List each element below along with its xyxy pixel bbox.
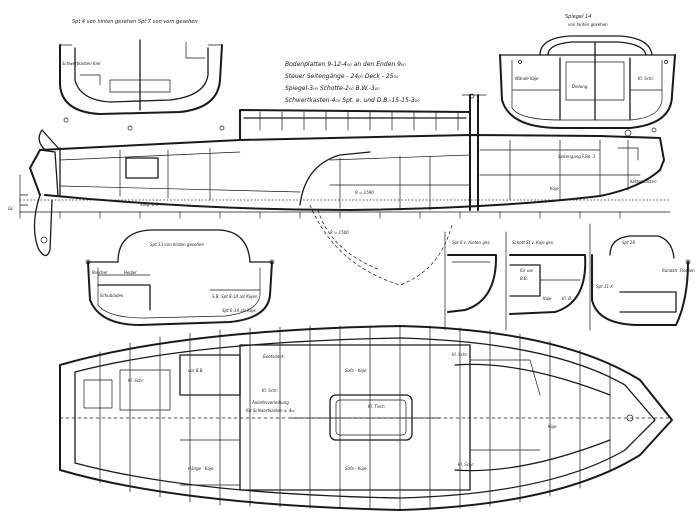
label-sb-kojen: S.B. Spt 8-14 als Kojen — [212, 294, 258, 299]
plan-kl-schr4: Kl. Schr. — [452, 352, 468, 357]
plan-schwert-2: für Schwertkasten a. 4₀₀ — [246, 408, 295, 413]
profile-koje: Koje — [550, 186, 559, 191]
profile-seitengang: Seitengang F.Bo. 3 — [558, 154, 596, 159]
note-line-3: Spiegel-3₀₀ Schotte-2₀₀ B.W.-3₀₀ — [285, 85, 380, 92]
plan-schwert-1: Anlieferverleihung — [251, 400, 289, 405]
profile-view: R = 1590 R = 1500 Koje Seitengang F.Bo. … — [8, 94, 671, 286]
plan-bootsdeck: Bootsdeck — [263, 354, 284, 359]
section-schott: Schott St v. Koje ges. für vor B.B. Kaje… — [509, 240, 587, 315]
plan-kl-tisch: Kl. Tisch — [368, 404, 385, 409]
label-dielung: Dielung — [572, 84, 588, 89]
title-spt28: Spt 28 — [622, 240, 635, 245]
label-klschr-tr: Kl. Schr. — [638, 76, 654, 81]
label-schwertkasten: Schwertkasten Kiel — [62, 61, 101, 66]
label-heizer: Heizer — [124, 270, 137, 275]
section-top-right: Spiegel 14 von hinten gesehen Wände Kaje… — [499, 14, 676, 133]
notes-block: Bodenplatten 9-12-4₀₀ an den Enden 9₀₀ S… — [285, 61, 475, 104]
plan-vor-bb: vor B.B. — [188, 368, 204, 373]
note-line-2: Steuer Seitengänge - 24₀₀ Deck - 25₀₀ — [285, 73, 399, 80]
plan-kl-schr3: Kl. Schr. — [458, 462, 474, 467]
label-kaje-b: Kaje — [543, 296, 552, 301]
title-spt13: Spt 13 von hinten gesehen — [150, 242, 204, 247]
plan-sofa-koje2: Sofa - Koje — [345, 466, 367, 471]
section-spt28: Spt 28 Spt 11-X Randstr. Flossen — [591, 235, 695, 326]
profile-kettenkasten: Kettenkasten — [630, 179, 657, 184]
section-mid-left: Spt 13 von hinten gesehen Brecher Heizer… — [85, 229, 275, 326]
label-brecher: Brecher — [92, 270, 108, 275]
plan-view: Kl. Schr. vor B.B. Bootsdeck Sofa - Koje… — [59, 325, 673, 511]
subtitle-spiegel: von hinten gesehen — [568, 22, 608, 27]
plan-kl-schr: Kl. Schr. — [128, 378, 144, 383]
title-spt0: Spt 0 v. hinten ges. — [452, 240, 491, 245]
profile-radius: R = 1590 — [355, 190, 374, 195]
note-line-4: Schwertkasten-4₀₀ Spt. e. und D.B.-15-15… — [285, 97, 420, 104]
note-line-1: Bodenplatten 9-12-4₀₀ an den Enden 9₀₀ — [285, 61, 406, 68]
title-spiegel: Spiegel 14 — [565, 14, 591, 20]
profile-radius-2: R = 1500 — [330, 230, 349, 235]
profile-gl: GL — [8, 206, 13, 211]
label-spt-koje: Spt 6-14 als Koje — [222, 308, 256, 313]
profile-steg: Steg. 0-5 — [140, 202, 159, 207]
label-schubladen: Schubladen — [100, 293, 124, 298]
title-schott: Schott St v. Koje ges. — [512, 240, 554, 245]
caption-top-left: Spt 4 von hinten gesehen Spt 7 von vorn … — [72, 19, 198, 25]
label-spt11: Spt 11-X — [596, 284, 613, 289]
label-klb: Kl. B. — [562, 296, 572, 301]
section-top-left: Spt 4 von hinten gesehen Spt 7 von vorn … — [59, 19, 225, 131]
label-randstr: Randstr. Flossen — [662, 268, 695, 273]
label-fuer-vor: für vor — [520, 268, 534, 273]
label-bb: B.B. — [520, 276, 528, 281]
section-spt0: Spt 0 v. hinten ges. — [447, 240, 498, 313]
plan-koje: Koje — [548, 424, 557, 429]
plan-sofa-koje: Sofa - Koje — [345, 368, 367, 373]
plan-kl-schr2: Kl. Schr. — [262, 388, 278, 393]
label-waende: Wände Kaje — [515, 76, 539, 81]
plan-haenge-koje: Hänge - Koje — [188, 466, 214, 471]
